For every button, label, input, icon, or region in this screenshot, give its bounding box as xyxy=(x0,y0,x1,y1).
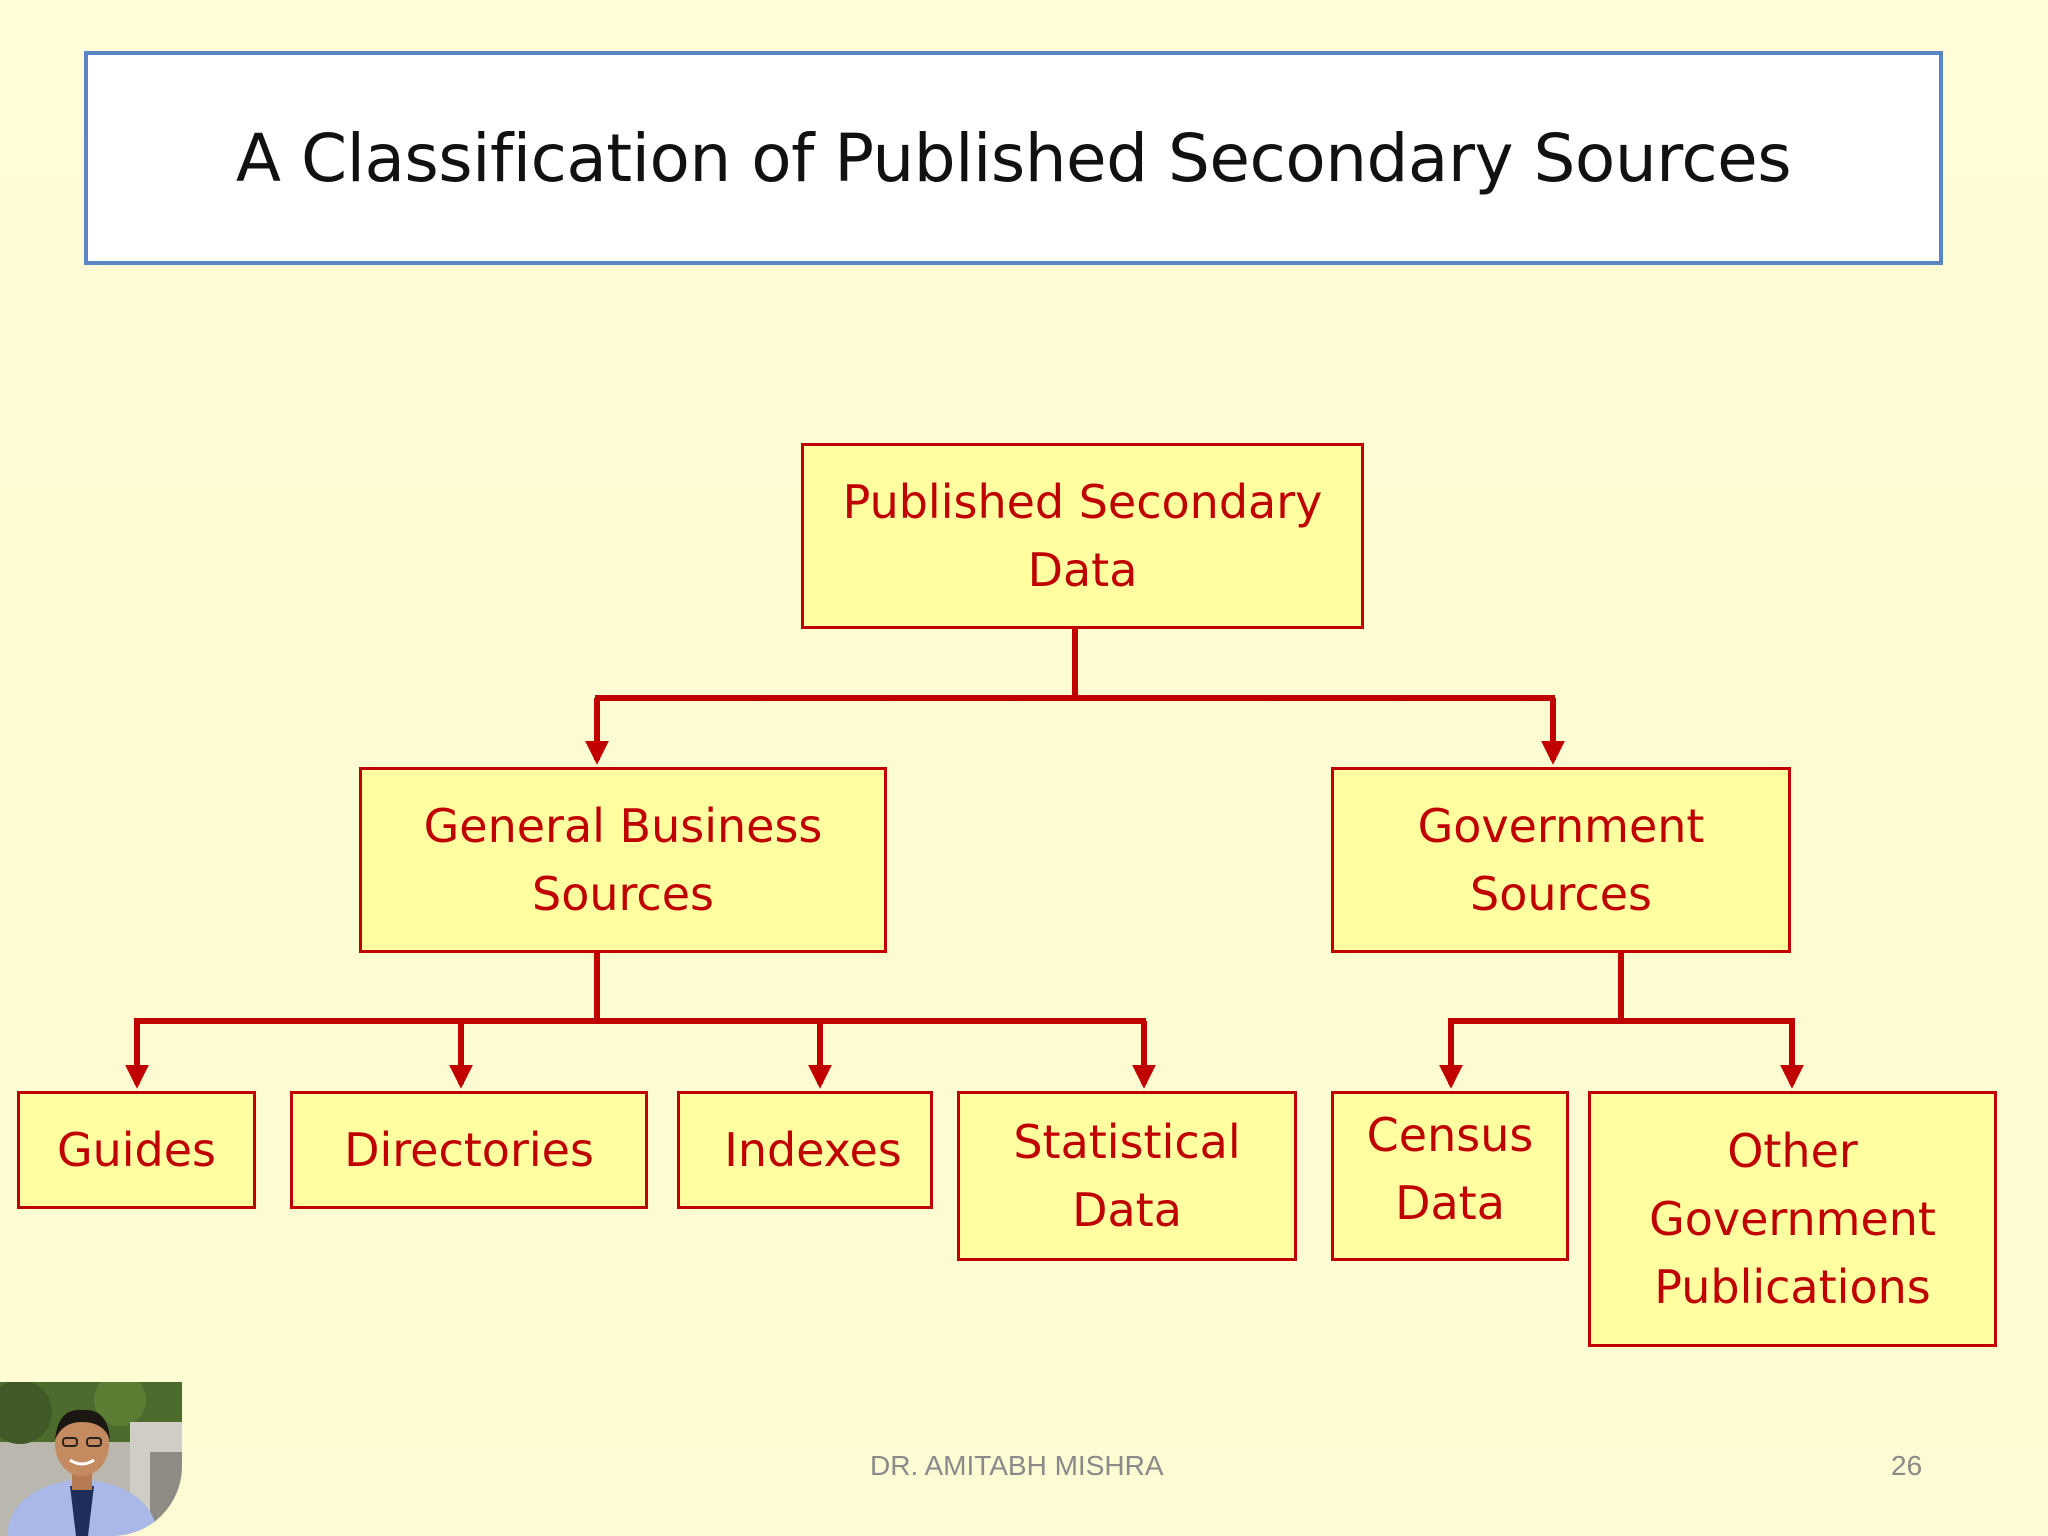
node-label: Other Government Publications xyxy=(1649,1124,1936,1314)
node-label: Indexes xyxy=(724,1123,902,1177)
slide-title: A Classification of Published Secondary … xyxy=(235,119,1792,197)
avatar-illustration xyxy=(0,1382,182,1536)
node-label: Directories xyxy=(344,1123,594,1177)
node-other-government-publications: Other Government Publications xyxy=(1588,1091,1997,1347)
node-indexes: Indexes xyxy=(677,1091,933,1209)
node-label: Government Sources xyxy=(1417,799,1705,921)
node-guides: Guides xyxy=(17,1091,256,1209)
node-general-business-sources: General Business Sources xyxy=(359,767,887,953)
node-directories: Directories xyxy=(290,1091,648,1209)
node-label: General Business Sources xyxy=(423,799,823,921)
node-label: Statistical Data xyxy=(1013,1115,1241,1237)
slide-title-box: A Classification of Published Secondary … xyxy=(84,51,1943,265)
node-label: Guides xyxy=(56,1123,217,1177)
footer-author: DR. AMITABH MISHRA xyxy=(870,1450,1164,1481)
node-label: Published Secondary Data xyxy=(842,475,1323,597)
node-statistical-data: Statistical Data xyxy=(957,1091,1297,1261)
node-government-sources: Government Sources xyxy=(1331,767,1791,953)
node-published-secondary-data: Published Secondary Data xyxy=(801,443,1364,629)
node-label: Census Data xyxy=(1366,1108,1534,1230)
node-census-data: Census Data xyxy=(1331,1091,1569,1261)
page-number: 26 xyxy=(1891,1450,1923,1481)
presenter-photo xyxy=(0,1382,182,1536)
